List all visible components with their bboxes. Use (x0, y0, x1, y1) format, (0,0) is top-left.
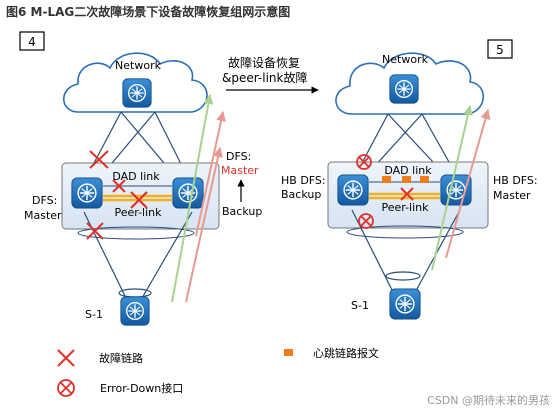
fault-x-icon (400, 187, 414, 201)
heartbeat-packet-icon (420, 176, 429, 183)
legend: 故障链路 心跳链路报文 Error-Down接口 (57, 346, 379, 397)
switch-s1-icon (119, 296, 151, 326)
error-down-icon (358, 213, 374, 229)
transition-line1: 故障设备恢复 (228, 55, 300, 70)
fault-x-icon (130, 191, 148, 209)
fault-x-icon (112, 179, 126, 193)
switch-s1-icon (388, 288, 422, 320)
right-scene: Network DAD link Peer-link (281, 52, 538, 320)
hb-dfs-right-label: HB DFS: (493, 174, 538, 187)
dad-link-label: DAD link (384, 164, 432, 177)
error-down-icon (356, 154, 372, 170)
figure-title: 图6 M-LAG二次故障场景下设备故障恢复组网示意图 (6, 4, 290, 19)
hb-dfs-left-role: Backup (281, 188, 321, 201)
dfs-right-role: Master (221, 164, 259, 177)
heartbeat-packet-icon (402, 176, 411, 183)
transition-line2: &peer-link故障 (222, 70, 307, 85)
dad-link-label: DAD link (112, 170, 160, 183)
hb-dfs-right-role: Master (493, 189, 531, 202)
watermark: CSDN @期待未来的男孩 (427, 393, 550, 407)
fault-link-legend-icon (57, 349, 75, 367)
mlag-device-right-icon (172, 177, 204, 209)
legend-error-down: Error-Down接口 (100, 382, 183, 395)
core-router-icon (389, 74, 419, 104)
step-label: 4 (28, 35, 36, 49)
step-label: 5 (496, 43, 504, 57)
s1-label: S-1 (351, 299, 369, 312)
mlag-device-left-icon (71, 177, 103, 209)
backup-label: Backup (222, 205, 262, 218)
mlag-device-left-icon (337, 174, 369, 206)
core-router-icon (122, 78, 152, 108)
error-down-legend-icon (57, 379, 75, 397)
fault-x-icon (89, 150, 109, 169)
legend-fault-link: 故障链路 (99, 351, 143, 365)
dfs-right-label: DFS: (226, 150, 251, 163)
hb-dfs-left-label: HB DFS: (281, 174, 326, 187)
dfs-left-label: DFS: (32, 194, 57, 207)
network-label: Network (115, 59, 162, 72)
dfs-left-role: Master (24, 209, 62, 222)
heartbeat-packet-icon (382, 176, 391, 183)
fault-x-icon (86, 222, 104, 240)
mlag-device-right-icon (440, 174, 472, 206)
left-scene: Network DAD link Peer-link (24, 52, 262, 326)
step-box-5: 5 (487, 39, 513, 59)
legend-heartbeat: 心跳链路报文 (313, 346, 379, 360)
step-box-4: 4 (19, 31, 45, 51)
network-label: Network (382, 53, 429, 66)
s1-label: S-1 (85, 308, 103, 321)
heartbeat-legend-icon (284, 349, 293, 356)
peer-link-label: Peer-link (381, 201, 429, 214)
peer-link-label: Peer-link (114, 206, 162, 219)
